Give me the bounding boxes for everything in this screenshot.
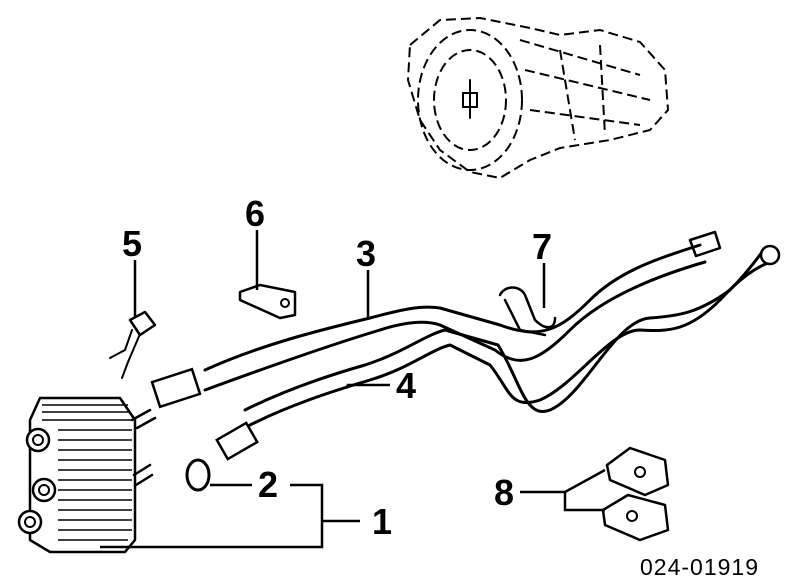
bracket-illustration [238,283,297,320]
sealing-ring-illustration [185,458,211,492]
transmission-illustration [406,16,670,180]
callout-5: 5 [122,223,142,264]
callout-6: 6 [245,193,265,234]
holder-set-illustration [601,446,670,542]
diagram-reference-code: 024-01919 [640,554,759,580]
leader-line-4 [344,383,390,389]
holder-illustration [498,286,557,337]
leader-lines [100,230,606,549]
callout-1: 1 [372,501,392,542]
oil-cooler-illustration [17,396,157,554]
oil-lines-illustration [150,230,781,461]
clip-illustration [109,310,157,379]
callout-2: 2 [258,464,278,505]
leader-line-8 [520,468,606,494]
leader-line-8b [563,492,605,512]
leader-line-1 [100,483,324,549]
callout-4: 4 [396,365,416,406]
callout-8: 8 [494,472,514,513]
callout-7: 7 [532,226,552,267]
callout-3: 3 [356,233,376,274]
